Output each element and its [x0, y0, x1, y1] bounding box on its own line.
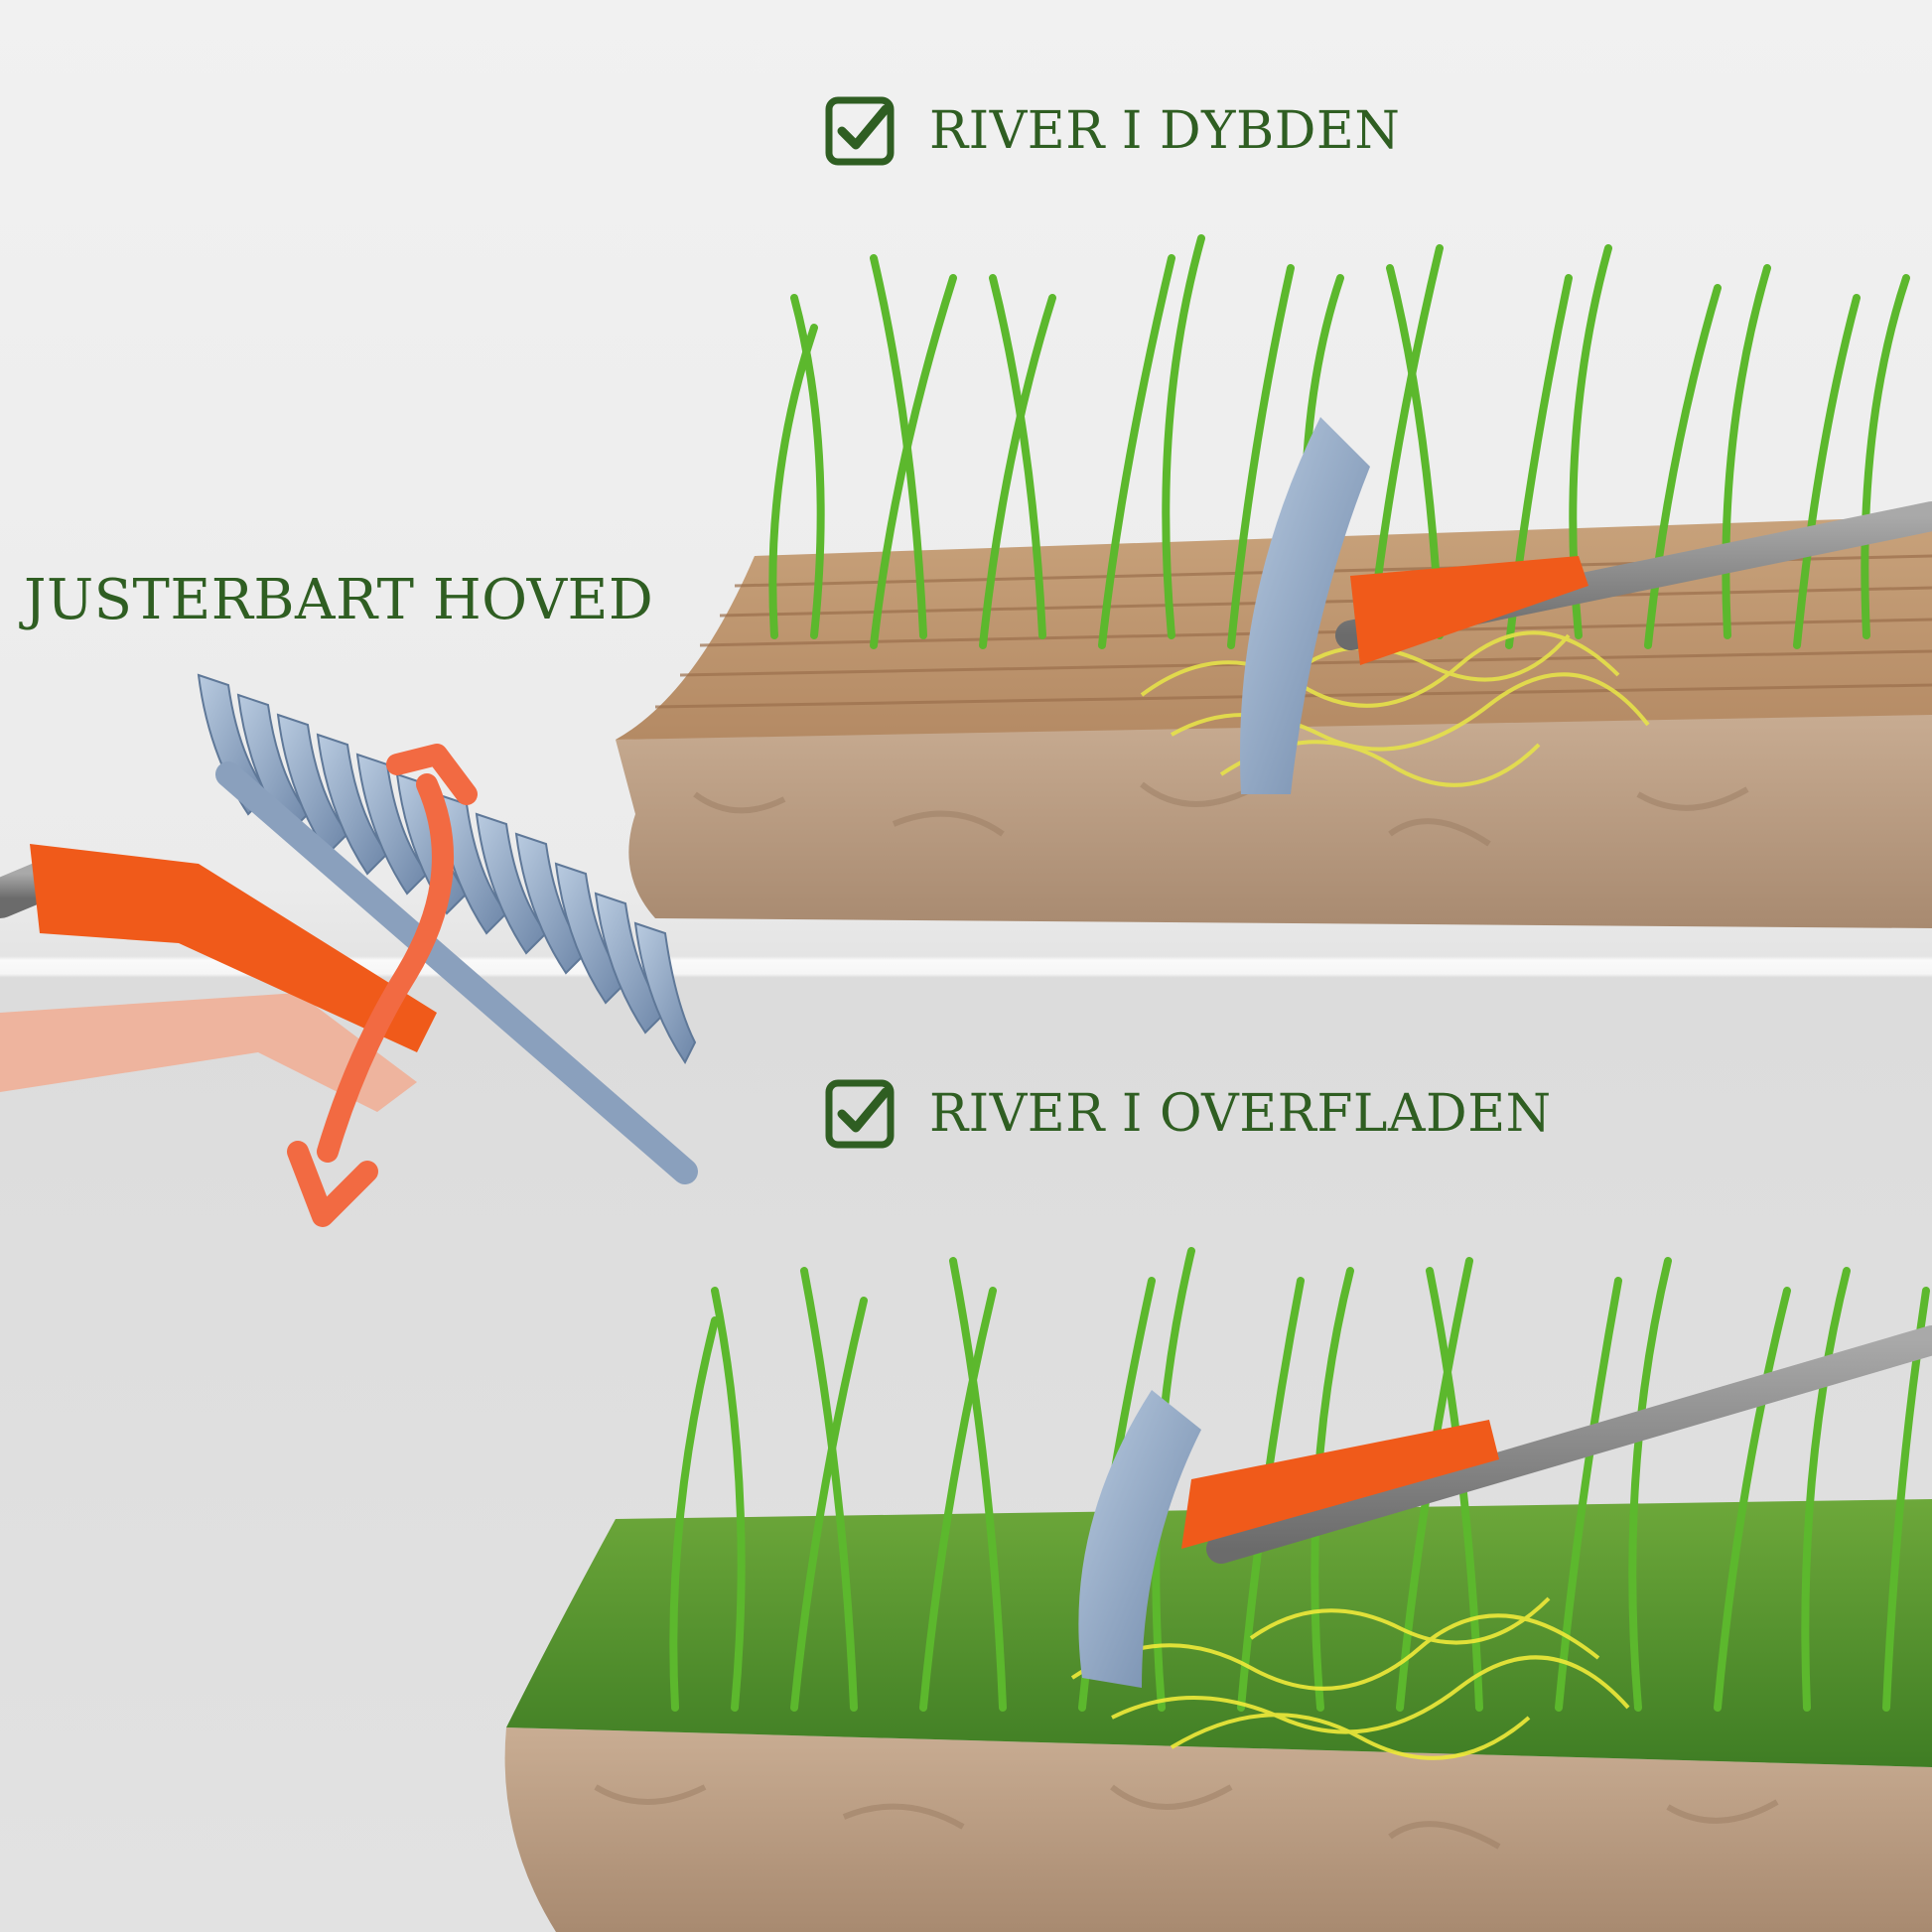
- rake-head-bottom: [1078, 1390, 1201, 1688]
- surface-rake-scene: [504, 1247, 1932, 1932]
- adjustable-head-heading: JUSTERBART HOVED: [24, 568, 653, 632]
- adjustable-head-label: JUSTERBART HOVED: [24, 568, 654, 632]
- checkbox-check-icon: [825, 1079, 895, 1149]
- deep-rake-label: RIVER I DYBDEN: [929, 101, 1401, 161]
- surface-rake-heading: RIVER I OVERFLADEN: [824, 1078, 1552, 1150]
- rake-head-top: [1240, 417, 1370, 794]
- surface-rake-label: RIVER I OVERFLADEN: [929, 1084, 1552, 1144]
- rake-bracket-top: [1350, 556, 1588, 665]
- thatch-bottom: [1070, 1596, 1630, 1760]
- curved-double-arrow-icon: [287, 744, 478, 1227]
- closeup-bracket: [30, 844, 437, 1052]
- rake-bottom: [1078, 1325, 1932, 1688]
- grass-blades-top: [768, 234, 1910, 649]
- rake-handle-bottom: [1206, 1325, 1932, 1564]
- soil-texture-bottom: [594, 1784, 1779, 1850]
- rake-top: [1240, 417, 1932, 794]
- soil-texture-top: [693, 781, 1749, 847]
- closeup-axle: [215, 761, 698, 1184]
- ghost-bracket: [0, 993, 417, 1112]
- soil-block-top: [616, 705, 1932, 928]
- deep-rake-scene: [616, 234, 1932, 928]
- rake-bracket-bottom: [1181, 1420, 1499, 1549]
- soil-block-bottom: [504, 1727, 1932, 1932]
- adjustable-head-closeup: [0, 673, 698, 1227]
- checkbox-check-icon: [825, 96, 895, 166]
- deep-rake-heading: RIVER I DYBDEN: [824, 95, 1400, 167]
